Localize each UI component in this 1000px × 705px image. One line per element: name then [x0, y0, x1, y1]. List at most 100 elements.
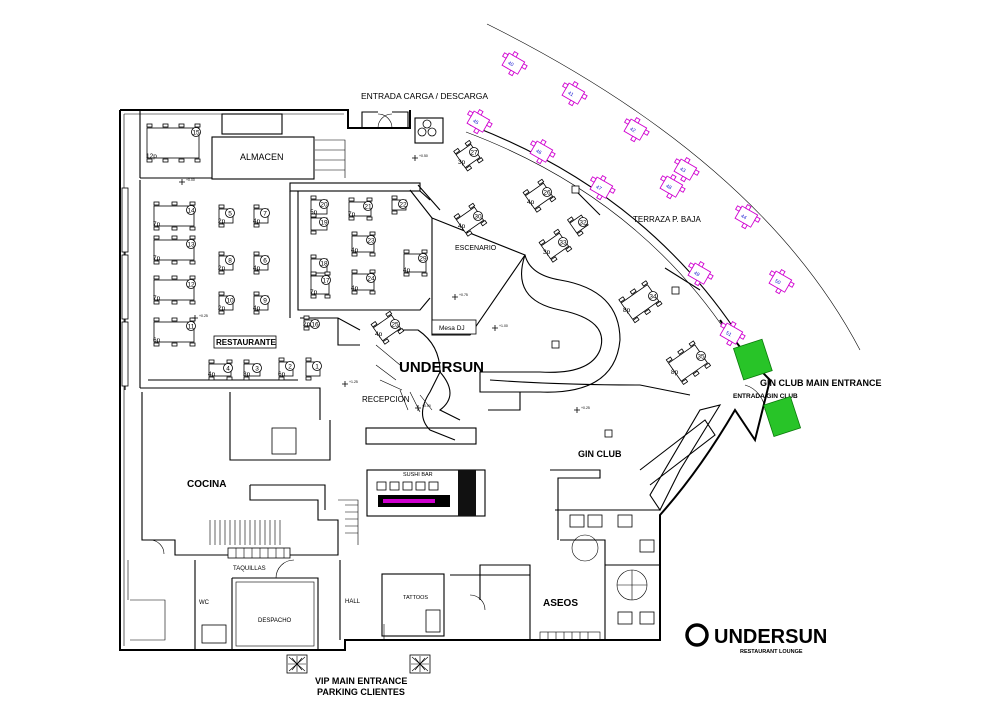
table-capacity: 7p [348, 211, 356, 218]
chair-icon [521, 63, 528, 70]
terrace-table-number: 43 [679, 166, 687, 174]
chair-icon [486, 121, 493, 128]
chair-icon [707, 273, 714, 280]
table-number-badge [285, 361, 295, 371]
chair-icon [697, 260, 705, 268]
chair-icon [226, 359, 233, 364]
chair-icon [550, 256, 558, 263]
chair-icon [351, 290, 358, 295]
table-capacity: 4p [253, 218, 261, 225]
chair-icon [729, 320, 737, 328]
table-capacity: 7p [153, 255, 161, 262]
table-number: 18 [320, 261, 328, 268]
table-number: 9 [263, 298, 267, 305]
undersun-logo: UNDERSUN RESTAURANT LOUNGE [685, 623, 827, 655]
chair-icon [679, 186, 686, 193]
chair-icon [476, 108, 484, 116]
chair-icon [310, 230, 317, 235]
table-capacity: 7p [153, 295, 161, 302]
chair-icon [366, 197, 373, 202]
chair-icon [629, 288, 637, 295]
table-number-badge [310, 319, 320, 329]
chair-icon [453, 147, 461, 155]
table-capacity: 2p [218, 265, 226, 272]
terrace-table-number: 48 [665, 183, 673, 191]
table-number-badge [366, 235, 376, 245]
chair-icon [576, 230, 584, 237]
terrace-table-number: 49 [693, 270, 701, 278]
chair-icon [655, 300, 663, 308]
chair-icon [508, 69, 515, 77]
restrooms-area [450, 509, 660, 640]
chair-icon [744, 203, 752, 211]
chair-icon [369, 269, 376, 274]
table-number: 6 [263, 258, 267, 265]
table-number: 1 [315, 364, 319, 371]
chair-icon [468, 202, 476, 210]
table-top [620, 284, 660, 320]
terrace-table: 47 [589, 174, 616, 201]
table-number-badge [398, 199, 408, 209]
chair-icon [581, 93, 588, 100]
chair-icon [189, 342, 196, 347]
table-capacity: 4p [351, 285, 359, 292]
chair-icon [278, 357, 285, 362]
chair-icon [476, 157, 484, 164]
chair-icon [693, 169, 700, 176]
chair-icon [153, 201, 160, 206]
chair-icon [171, 235, 178, 240]
chair-icon [659, 175, 667, 182]
table-top [153, 239, 195, 261]
chair-icon [208, 376, 215, 381]
office-label: DESPACHO [258, 618, 292, 624]
chair-icon [775, 287, 782, 295]
terrace-table: 49 [687, 260, 714, 287]
chair-icon [178, 123, 185, 128]
table-number-badge [418, 253, 428, 263]
chair-icon [153, 317, 160, 322]
table-number: 12 [187, 282, 195, 289]
chair-icon [680, 175, 687, 183]
table-capacity: 4p [458, 223, 466, 230]
chair-icon [305, 357, 312, 362]
dining-table: 19 [310, 213, 329, 235]
chair-icon [633, 116, 641, 124]
dining-table: 33p [243, 359, 262, 381]
chair-icon [539, 138, 547, 146]
storage-room [211, 136, 315, 180]
elevation-value: +0.25 [581, 406, 590, 410]
table-number: 7 [263, 211, 267, 218]
loading-entrance-label: ENTRADA CARGA / DESCARGA [361, 91, 488, 101]
elevation-marks-layer: +0.00+0.25+0.50+0.75+1.00+1.25+0.00+0.25 [179, 154, 590, 413]
terrace-table: 46 [529, 138, 556, 165]
chair-icon [153, 226, 160, 231]
logo-name: UNDERSUN [714, 626, 827, 648]
chair-icon [644, 308, 652, 316]
gin-club-main-entrance-label: GIN CLUB MAIN ENTRANCE [760, 378, 882, 388]
chair-icon [351, 269, 358, 274]
chair-icon [397, 327, 405, 335]
elevation-value: +0.50 [419, 154, 428, 158]
chair-icon [768, 270, 776, 277]
chair-icon [673, 158, 681, 165]
table-number-badge [186, 205, 196, 215]
chair-icon [303, 326, 310, 331]
table-number: 17 [322, 278, 330, 285]
chair-icon [366, 216, 373, 221]
chair-icon [310, 195, 317, 200]
chair-icon [370, 321, 378, 328]
cross-marker-icon [192, 315, 198, 321]
table-number-badge [191, 127, 201, 137]
chair-icon [778, 268, 786, 276]
terrace-table-top [589, 176, 614, 199]
table-capacity: 3p [543, 249, 551, 256]
chair-icon [553, 228, 561, 236]
chair-icon [153, 342, 160, 347]
elevation-value: +1.00 [499, 324, 508, 328]
